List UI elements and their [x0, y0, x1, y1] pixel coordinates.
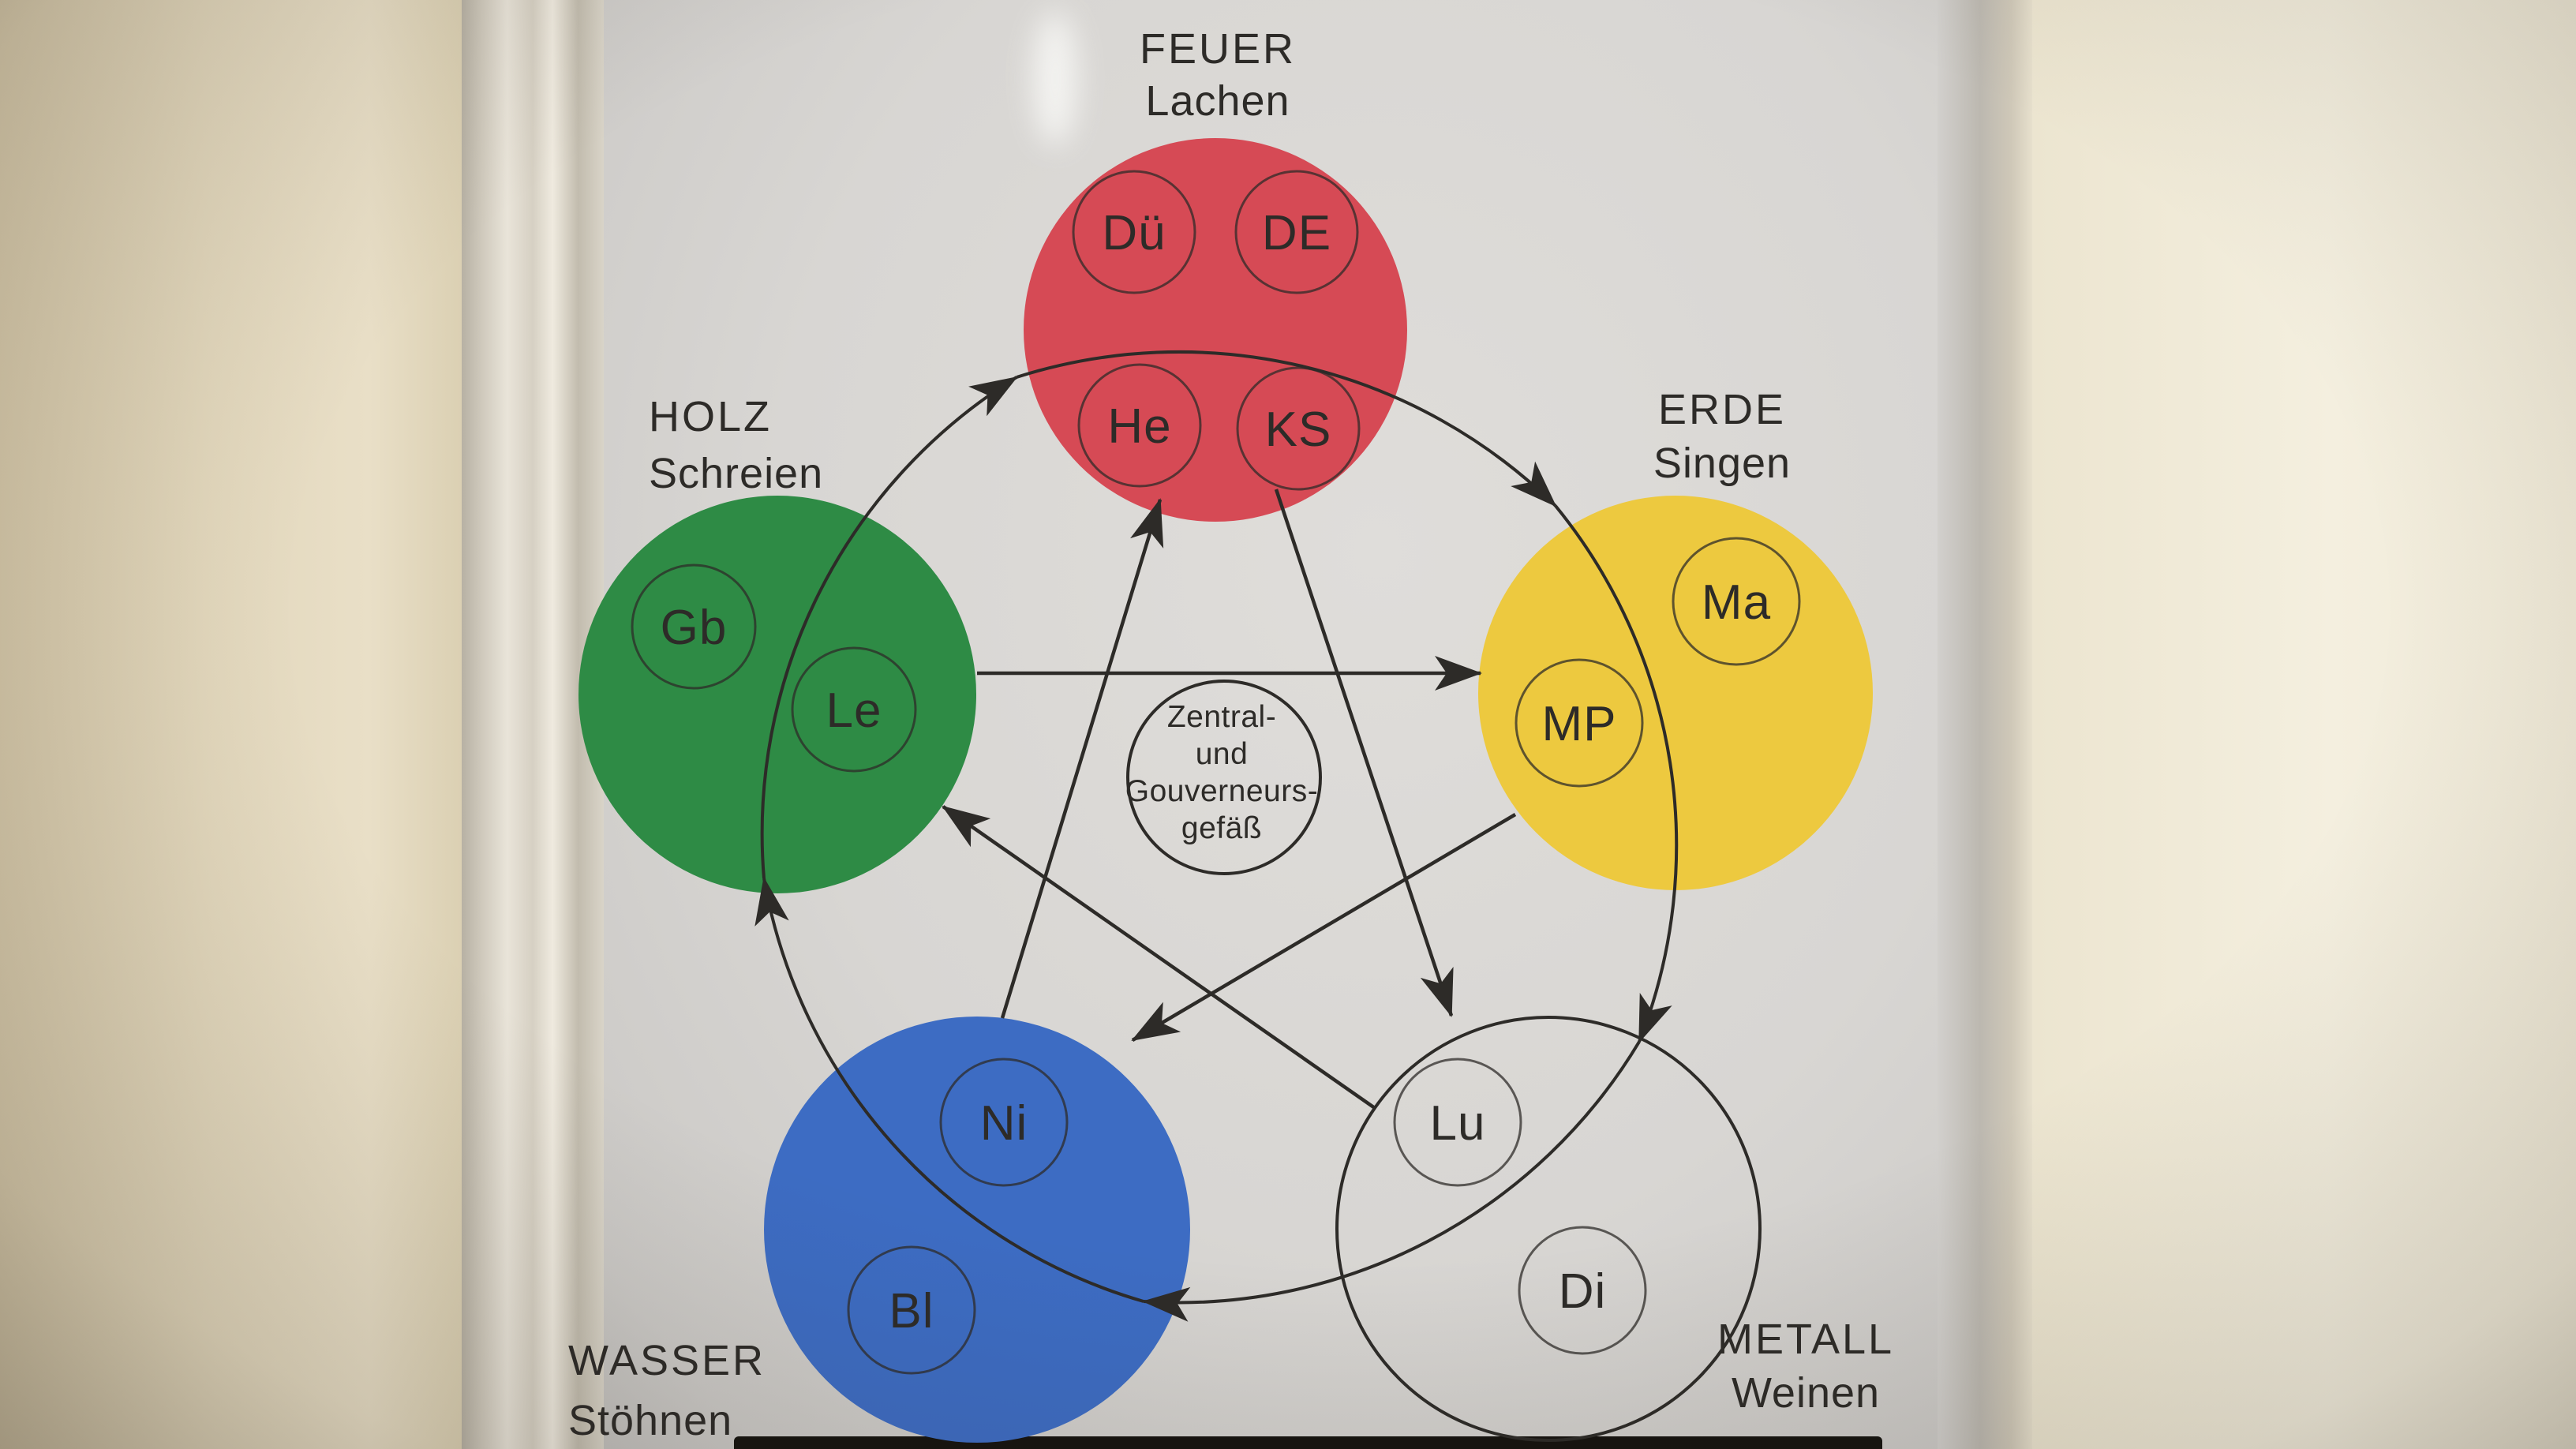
organ-label-mp: MP: [1542, 697, 1617, 751]
organ-label-le: Le: [826, 683, 882, 738]
label-holz-name: HOLZ: [649, 393, 772, 440]
label-feuer-emotion: Lachen: [1145, 77, 1290, 125]
organ-label-lu: Lu: [1430, 1096, 1486, 1151]
generation-arrow-metall-wasser: [1142, 1040, 1641, 1322]
element-circle-wasser: [764, 1017, 1190, 1443]
control-arrow-feuer-metall: [1274, 489, 1454, 1017]
generation-arrow-erde-metall: [1554, 504, 1679, 1043]
organ-circle-ks: [1236, 366, 1361, 491]
label-wasser-emotion: Stöhnen: [568, 1397, 732, 1444]
label-feuer-name: FEUER: [1140, 25, 1296, 73]
element-circle-metall: [1335, 1016, 1762, 1442]
organ-label-ks: KS: [1265, 402, 1332, 457]
organ-label-ma: Ma: [1702, 575, 1771, 630]
label-wasser-name: WASSER: [568, 1337, 766, 1384]
book-edge-ridge: [462, 0, 604, 1449]
flash-glare: [1033, 12, 1077, 146]
generation-arrow-wasser-holz: [754, 877, 1144, 1303]
wall-right: [2032, 0, 2576, 1449]
element-circle-erde: [1478, 496, 1873, 890]
center-vessel-line-2: und: [1196, 737, 1249, 771]
center-vessel-line-1: Zentral-: [1167, 700, 1276, 734]
control-arrow-erde-wasser: [1131, 813, 1517, 1042]
organ-circle-de: [1234, 170, 1359, 294]
center-vessel-line-3: Gouverneurs-: [1125, 774, 1318, 808]
control-arrow-metall-holz: [942, 805, 1376, 1110]
organ-circle-due: [1072, 170, 1196, 294]
organ-label-ni: Ni: [980, 1096, 1028, 1151]
organ-circle-ma: [1672, 537, 1801, 666]
organ-circle-di: [1518, 1226, 1647, 1355]
label-holz-emotion: Schreien: [649, 450, 823, 497]
table-edge-strip: [734, 1436, 1882, 1449]
organ-circle-lu: [1393, 1058, 1522, 1187]
organ-circle-bl: [847, 1245, 976, 1375]
generation-arrow-holz-feuer: [760, 376, 1018, 879]
page-fold-shadow: [1938, 0, 2032, 1449]
organ-label-bl: Bl: [889, 1284, 934, 1339]
organ-label-gb: Gb: [661, 601, 728, 655]
organ-label-due: Dü: [1102, 206, 1166, 260]
organ-label-di: Di: [1559, 1264, 1607, 1319]
organ-label-de: DE: [1262, 206, 1331, 260]
center-vessel-circle: [1126, 680, 1322, 875]
organ-circle-le: [791, 646, 917, 773]
organ-circle-mp: [1515, 658, 1644, 788]
label-erde-name: ERDE: [1658, 386, 1786, 433]
control-arrow-wasser-feuer: [1000, 498, 1164, 1019]
organ-circle-ni: [939, 1058, 1069, 1187]
generation-arrow-feuer-erde: [1016, 350, 1557, 507]
organ-label-he: He: [1107, 399, 1171, 454]
element-circle-feuer: [1024, 138, 1407, 522]
label-erde-emotion: Singen: [1653, 440, 1791, 487]
label-metall-emotion: Weinen: [1732, 1369, 1880, 1417]
label-metall-name: METALL: [1717, 1316, 1894, 1363]
wall-left: [0, 0, 462, 1449]
organ-circle-he: [1077, 363, 1202, 488]
element-circle-holz: [578, 496, 976, 893]
center-vessel-line-4: gefäß: [1181, 811, 1262, 845]
organ-circle-gb: [631, 564, 757, 690]
